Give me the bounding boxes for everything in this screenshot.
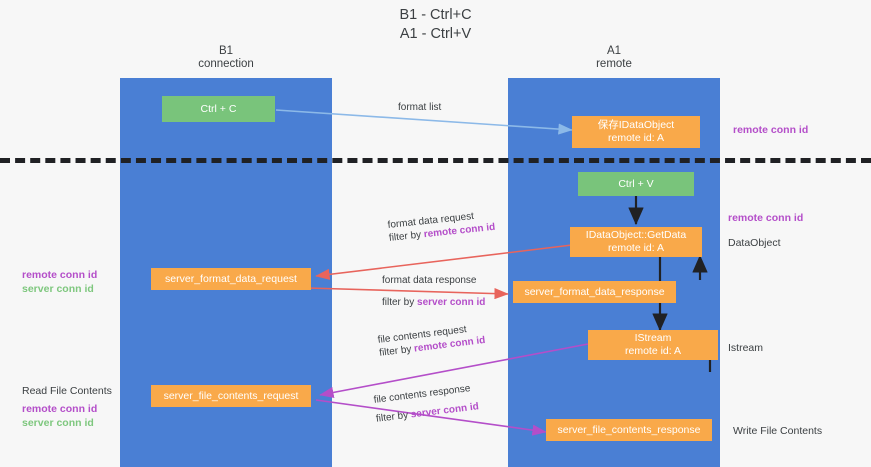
annot-remote-conn-id-left-low: remote conn id (22, 403, 98, 415)
annot-istream-text: Istream (728, 342, 764, 354)
box-server-file-contents-request-label: server_file_contents_request (163, 389, 299, 402)
annot-remote-conn-id-mid: remote conn id (728, 211, 803, 225)
label-format-data-response-text: format data response (382, 275, 477, 286)
annot-istream: Istream (728, 341, 763, 355)
box-save-idataobject-label: 保存IDataObject (597, 119, 675, 131)
annot-read-file-contents-text: Read File Contents (22, 385, 112, 397)
box-idataobject-getdata-label: IDataObject::GetData (585, 229, 687, 241)
annot-server-conn-id-left-low: server conn id (22, 417, 94, 429)
label-format-data-response: format data response filter by server co… (382, 274, 485, 309)
box-server-file-contents-response-label: server_file_contents_response (557, 423, 701, 436)
box-ctrl-c-label: Ctrl + C (200, 102, 237, 115)
box-server-file-contents-response[interactable]: server_file_contents_response (546, 419, 712, 441)
box-save-idataobject[interactable]: 保存IDataObject remote id: A (572, 116, 700, 148)
page-title: B1 - Ctrl+C A1 - Ctrl+V (0, 6, 871, 44)
filter-value-server-conn-id: server conn id (410, 401, 480, 421)
title-line-2: A1 - Ctrl+V (399, 26, 472, 42)
filter-prefix: filter by (378, 343, 415, 359)
filter-value-server-conn-id: server conn id (417, 297, 486, 308)
box-server-format-data-response[interactable]: server_format_data_response (513, 281, 676, 303)
box-ctrl-c[interactable]: Ctrl + C (162, 96, 275, 122)
box-server-file-contents-request[interactable]: server_file_contents_request (151, 385, 311, 407)
title-line-1: B1 - Ctrl+C (399, 7, 472, 23)
lane-header-a1: A1 remote (508, 45, 720, 71)
annot-write-file-contents-text: Write File Contents (733, 425, 823, 437)
annot-left-conn-ids-low: remote conn id server conn id (22, 402, 97, 430)
lane-header-b1: B1 connection (120, 45, 332, 71)
annot-write-file-contents: Write File Contents (733, 424, 822, 438)
lane-a1-subtitle: remote (596, 58, 632, 70)
box-idataobject-getdata-sub: remote id: A (607, 242, 665, 254)
annot-remote-conn-id-mid-text: remote conn id (728, 212, 804, 224)
box-istream-sub: remote id: A (624, 345, 682, 357)
box-server-format-data-request-label: server_format_data_request (165, 272, 297, 285)
box-idataobject-getdata[interactable]: IDataObject::GetData remote id: A (570, 227, 702, 257)
label-format-data-response-filter: filter by server conn id (382, 296, 485, 309)
lane-a1-name: A1 (606, 45, 622, 57)
box-server-format-data-response-label: server_format_data_response (524, 285, 665, 298)
annot-read-file-contents: Read File Contents (22, 384, 112, 398)
annot-remote-conn-id-top-text: remote conn id (733, 124, 809, 136)
annot-server-conn-id-left-mid: server conn id (22, 283, 94, 295)
filter-prefix: filter by (382, 297, 418, 308)
annot-remote-conn-id-left-mid: remote conn id (22, 269, 98, 281)
label-file-contents-request: file contents request filter by remote c… (377, 321, 486, 360)
label-file-contents-response: file contents response filter by server … (373, 381, 480, 425)
annot-remote-conn-id-top: remote conn id (733, 123, 808, 137)
label-format-list-text: format list (398, 102, 442, 113)
box-ctrl-v-label: Ctrl + V (618, 177, 654, 190)
annot-dataobject: DataObject (728, 236, 781, 250)
lane-b1-subtitle: connection (198, 58, 254, 70)
annot-dataobject-text: DataObject (728, 237, 781, 249)
filter-prefix: filter by (375, 409, 412, 425)
box-istream-label: IStream (634, 332, 672, 344)
filter-prefix: filter by (388, 229, 425, 244)
section-divider (0, 158, 871, 163)
label-format-data-request: format data request filter by remote con… (387, 208, 496, 245)
box-ctrl-v[interactable]: Ctrl + V (578, 172, 694, 196)
annot-left-conn-ids-mid: remote conn id server conn id (22, 268, 97, 296)
lane-b1-name: B1 (218, 45, 234, 57)
box-server-format-data-request[interactable]: server_format_data_request (151, 268, 311, 290)
label-format-list: format list (398, 101, 441, 114)
box-istream[interactable]: IStream remote id: A (588, 330, 718, 360)
box-save-idataobject-sub: remote id: A (607, 132, 665, 144)
